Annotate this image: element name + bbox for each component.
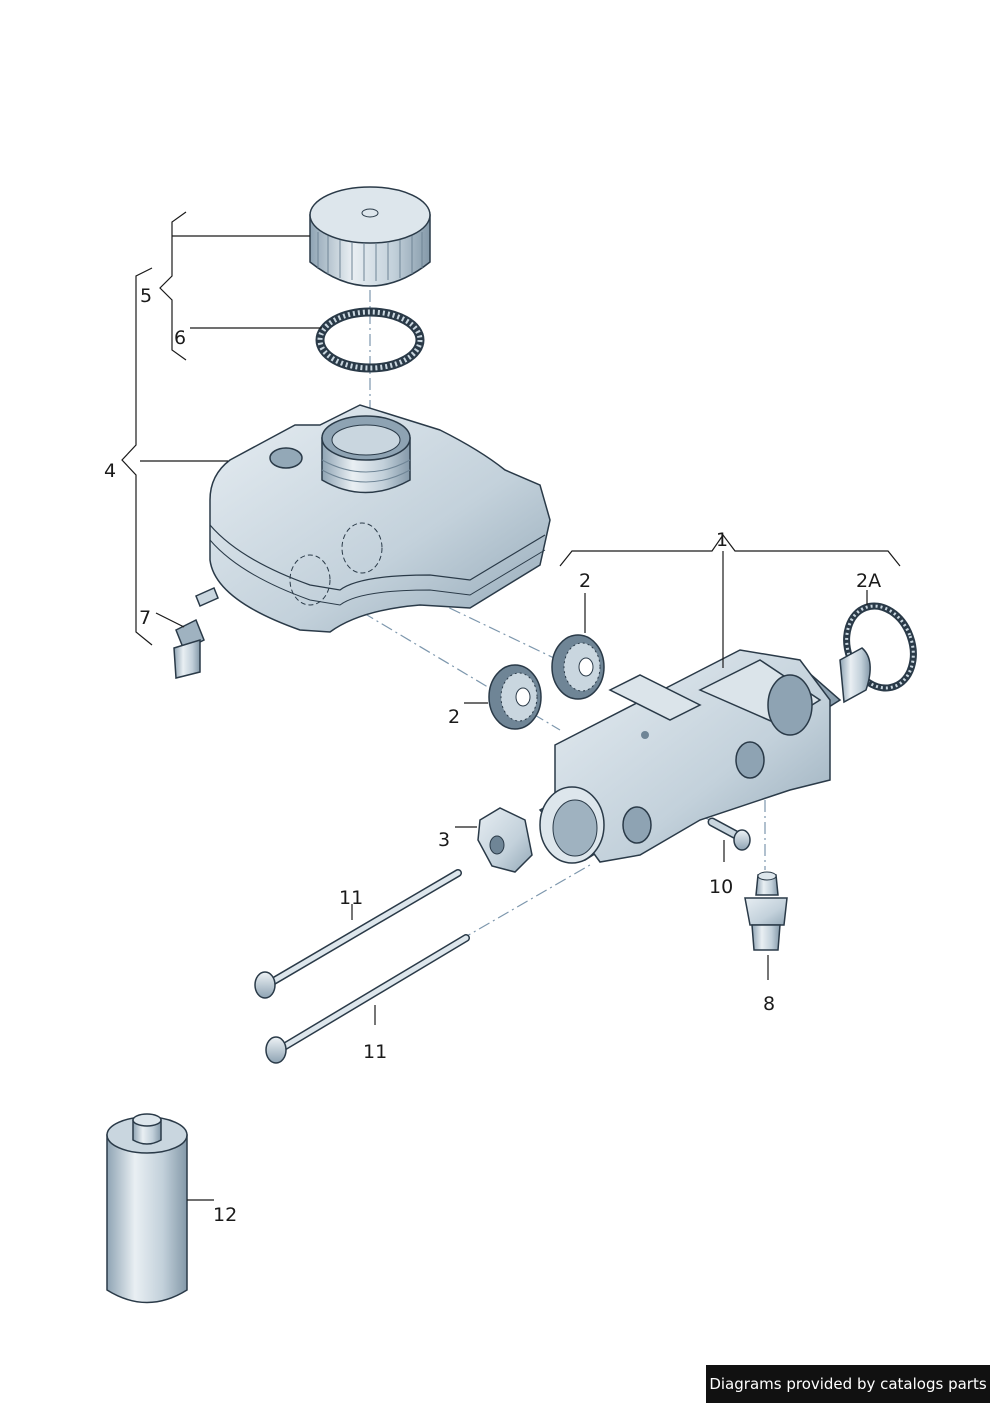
- leader-lines: [121, 211, 901, 1201]
- callout-2-lower: 2: [448, 706, 460, 728]
- brake-fluid-reservoir: [195, 404, 551, 633]
- credit-text: Diagrams provided by catalogs parts: [709, 1375, 987, 1393]
- callout-11-lower: 11: [363, 1041, 387, 1063]
- reservoir-cap: [309, 186, 431, 287]
- callout-10: 10: [709, 876, 733, 898]
- brake-light-switch: [744, 871, 788, 951]
- callout-3: 3: [438, 829, 450, 851]
- callout-labels: 1 2 2 2A 3 4 5 6 7 8 10 11 11 12: [104, 285, 881, 1226]
- callout-4: 4: [104, 460, 116, 482]
- electrical-connector: [173, 618, 205, 679]
- callout-1: 1: [716, 529, 728, 551]
- callout-8: 8: [763, 993, 775, 1015]
- grommet-seal-upper: [551, 634, 605, 700]
- credit-banner: Diagrams provided by catalogs parts: [706, 1365, 990, 1403]
- grommet-seal-lower: [488, 664, 542, 730]
- seal-ring: [315, 307, 425, 373]
- callout-7: 7: [139, 607, 151, 629]
- threaded-plug: [477, 807, 533, 873]
- callout-12: 12: [213, 1204, 237, 1226]
- callout-11-upper: 11: [339, 887, 363, 909]
- callout-6: 6: [174, 327, 186, 349]
- long-bolt-lower: [265, 934, 470, 1064]
- callout-2A: 2A: [856, 570, 881, 592]
- long-bolt-upper: [254, 869, 462, 999]
- callout-2-upper: 2: [579, 570, 591, 592]
- callout-5: 5: [140, 285, 152, 307]
- brake-master-cylinder: [538, 647, 871, 864]
- brake-fluid-container: [106, 1113, 188, 1304]
- bolt-small: [707, 817, 751, 851]
